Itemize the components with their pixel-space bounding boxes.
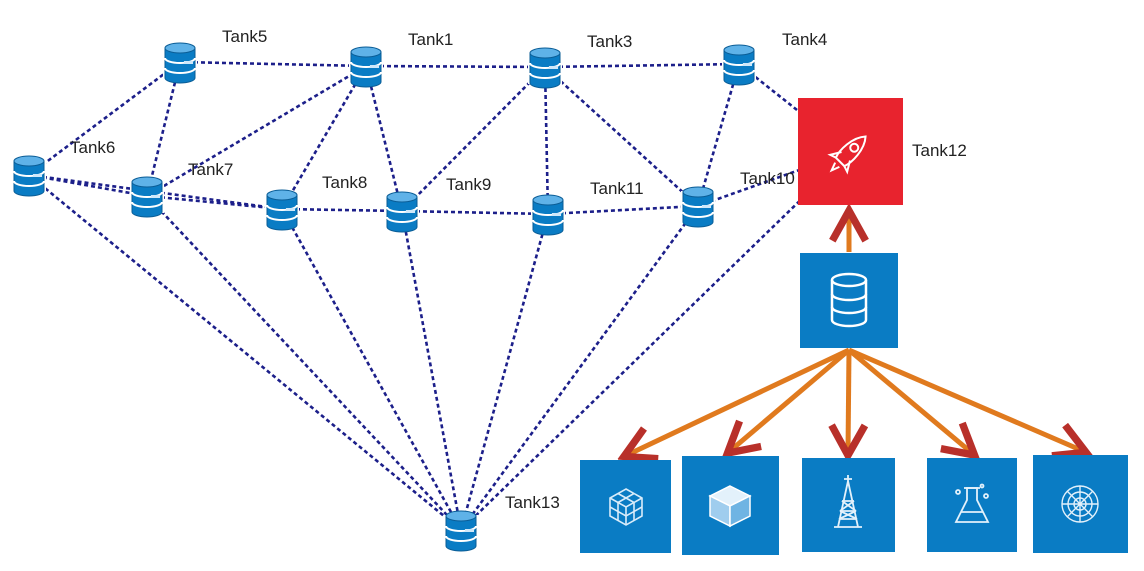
tank9-label: Tank9 [446, 175, 491, 194]
edge-tank3-tank11 [543, 66, 550, 215]
arrow-to-out5 [848, 347, 1083, 451]
tank1-label: Tank1 [408, 30, 453, 49]
edge-tank1-tank9 [364, 65, 404, 212]
edge-tank6-tank13 [28, 173, 462, 532]
tank6-node[interactable] [12, 155, 46, 197]
flask-icon [954, 483, 990, 523]
edge-tank7-tank8 [146, 194, 283, 211]
tank10-node[interactable] [681, 186, 715, 228]
tank13-node[interactable] [444, 510, 478, 552]
rocket-icon [827, 135, 867, 175]
edge-tank5-tank6 [28, 60, 181, 177]
oil-rig-icon [834, 475, 862, 528]
tank7-label: Tank7 [188, 160, 233, 179]
tank6-label: Tank6 [70, 138, 115, 157]
output-tile-box[interactable] [682, 456, 779, 555]
tank8-label: Tank8 [322, 173, 367, 192]
database-icon [681, 186, 715, 228]
arrow-to-out4 [847, 348, 972, 453]
edge-tank5-tank1 [179, 60, 367, 68]
database-icon [722, 44, 756, 86]
cube-grid-icon [609, 488, 643, 526]
edge-tank6-tank7 [28, 173, 148, 198]
edge-tank5-tank7 [145, 61, 182, 197]
database-icon [528, 47, 562, 89]
output-tile-flask[interactable] [927, 458, 1017, 552]
edge-tank10-tank13 [459, 205, 700, 531]
edge-tank9-tank13 [400, 210, 463, 531]
tank11-node[interactable] [531, 194, 565, 236]
tank3-label: Tank3 [587, 32, 632, 51]
edge-tank9-tank11 [401, 209, 549, 216]
database-icon [349, 46, 383, 88]
tank11-label: Tank11 [590, 179, 644, 198]
database-icon [531, 194, 565, 236]
arrow-to-out1 [627, 347, 851, 455]
output-tile-web[interactable] [1033, 455, 1128, 553]
web-icon [1061, 485, 1099, 523]
edge-tank4-tank12 [738, 62, 851, 154]
edge-tank11-tank13 [459, 213, 550, 531]
edge-tank1-tank7 [146, 64, 367, 198]
tank5-node[interactable] [163, 42, 197, 84]
database-icon [265, 189, 299, 231]
edge-tank1-tank3 [365, 64, 546, 69]
edge-tank8-tank13 [280, 208, 463, 531]
tank12-label: Tank12 [912, 141, 967, 160]
tank1-node[interactable] [349, 46, 383, 88]
edge-tank11-tank10 [547, 204, 699, 216]
tank3-node[interactable] [528, 47, 562, 89]
hub-database-tile[interactable] [800, 253, 898, 348]
tank4-label: Tank4 [782, 30, 827, 49]
edge-tank8-tank9 [281, 207, 403, 213]
database-icon [163, 42, 197, 84]
tank8-node[interactable] [265, 189, 299, 231]
database-icon [130, 176, 164, 218]
tank12-rocket-tile[interactable] [798, 98, 903, 205]
output-tile-cube-grid[interactable] [580, 460, 671, 553]
tank-nodes [12, 42, 756, 552]
edge-tank4-tank10 [696, 63, 741, 207]
tank4-node[interactable] [722, 44, 756, 86]
tank13-label: Tank13 [505, 493, 560, 512]
edge-tank3-tank9 [401, 66, 546, 212]
box-icon [708, 485, 752, 528]
arrow-to-out3 [848, 349, 849, 452]
edge-tank3-tank4 [544, 62, 740, 69]
database-icon [444, 510, 478, 552]
tank5-label: Tank5 [222, 27, 267, 46]
output-tile-oil-rig[interactable] [802, 458, 895, 552]
database-icon [12, 155, 46, 197]
database-icon [830, 272, 868, 328]
hub-arrows [627, 214, 1083, 455]
arrow-to-out2 [730, 348, 851, 451]
tank9-node[interactable] [385, 191, 419, 233]
network-edges [28, 60, 851, 532]
tank7-node[interactable] [130, 176, 164, 218]
tank10-label: Tank10 [740, 169, 795, 188]
database-icon [385, 191, 419, 233]
